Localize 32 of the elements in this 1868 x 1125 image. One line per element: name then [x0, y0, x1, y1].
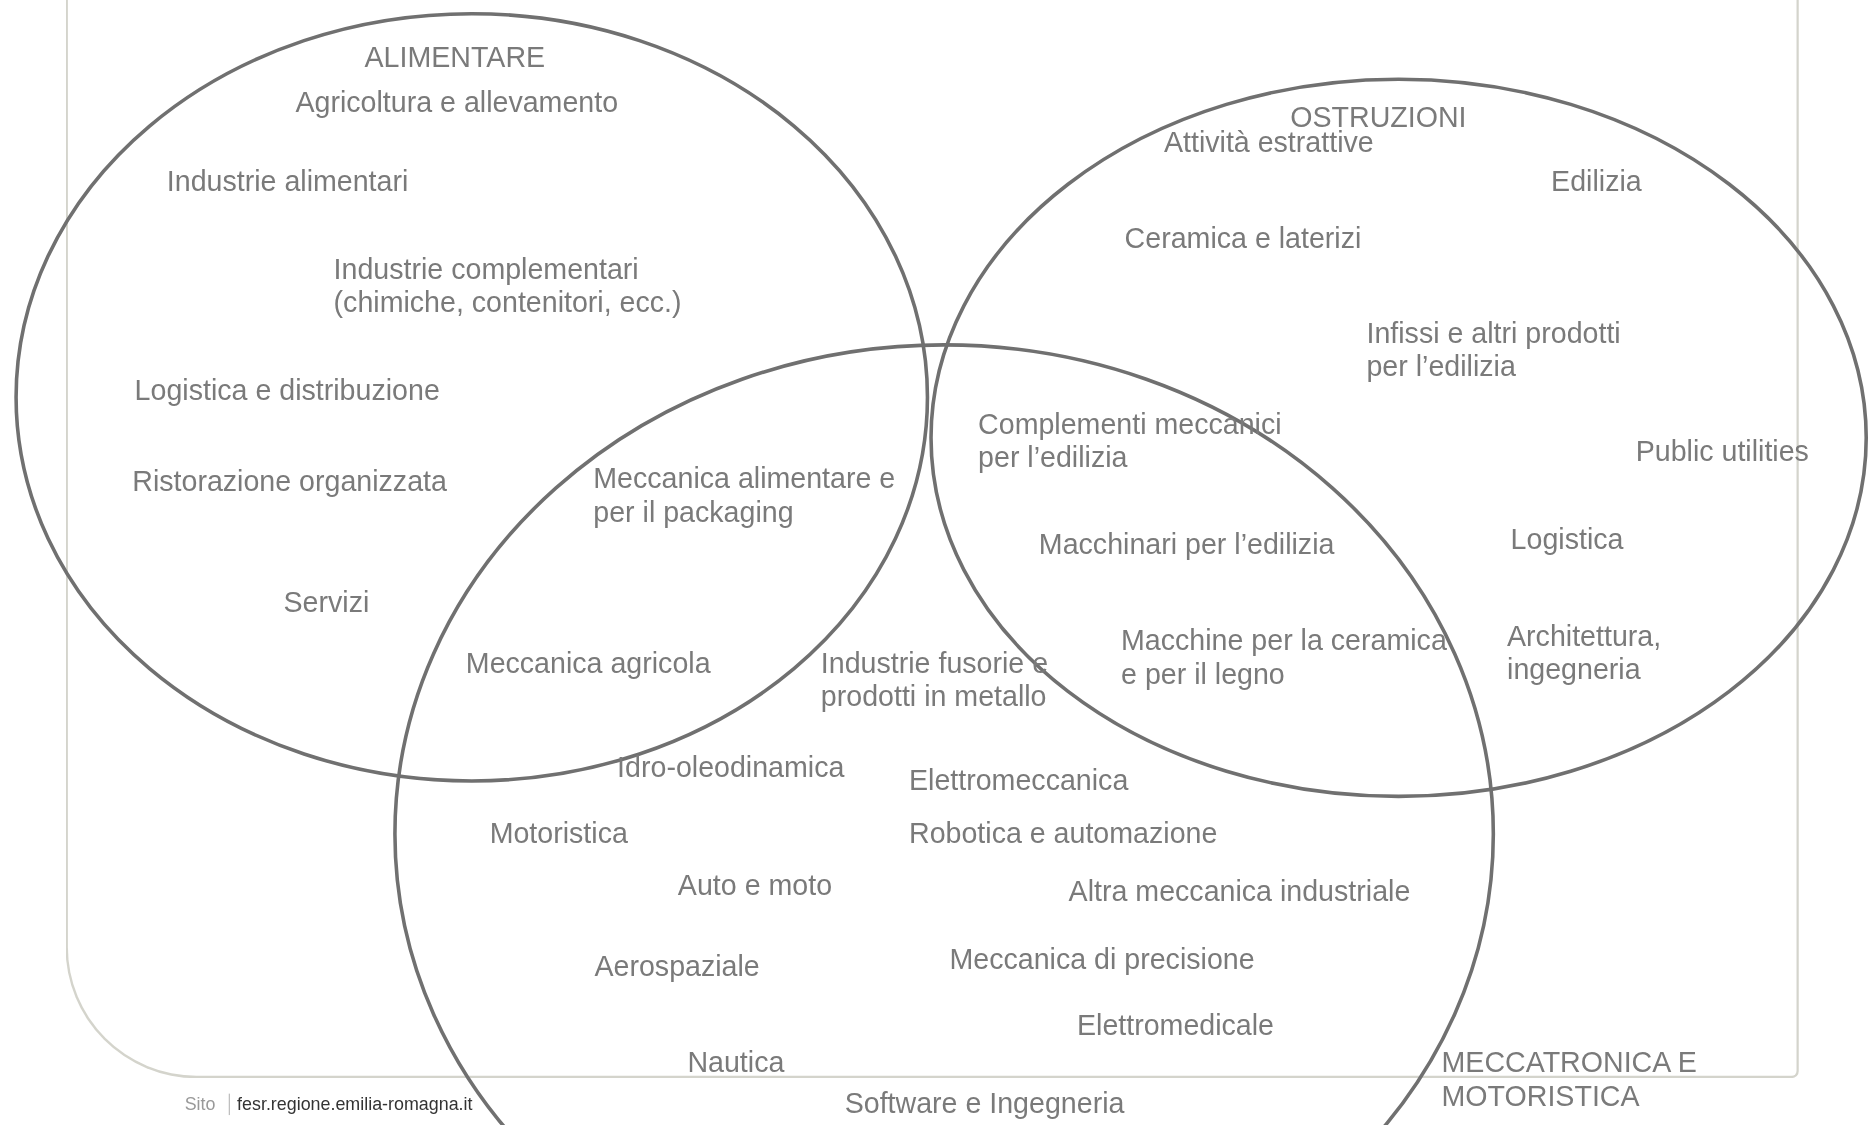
sector-label: Idro-oleodinamica [617, 750, 846, 784]
sector-label: Elettromedicale [1076, 1009, 1276, 1043]
sector-label: Attività estrattive [1163, 126, 1374, 160]
footer-label: Sito [184, 1093, 217, 1116]
sector-label: Elettromeccanica [909, 763, 1130, 797]
sector-label: Ristorazione organizzata [132, 464, 448, 498]
set-title: MECCATRONICA E MOTORISTICA [1441, 1046, 1698, 1113]
sector-label: Logistica e distribuzione [134, 374, 441, 408]
sector-label: Meccanica alimentare e per il packaging [593, 462, 897, 529]
sector-label: Ceramica e laterizi [1124, 221, 1363, 255]
sector-label: Industrie complementari (chimiche, contenitori, ecc.) [333, 252, 683, 320]
sector-label: Nautica [687, 1046, 786, 1080]
sector-label: Macchinari per l’edilizia [1038, 527, 1336, 562]
sector-label: Meccanica di precisione [949, 942, 1256, 976]
set-title: ALIMENTARE [364, 40, 547, 74]
sector-label: Edilizia [1551, 164, 1643, 198]
sector-label: Altra meccanica industriale [1068, 874, 1412, 908]
sector-label: Meccanica agricola [465, 646, 712, 681]
sector-label: Auto e moto [677, 868, 834, 902]
sector-label: Servizi [283, 586, 371, 620]
sector-label: Agricoltura e allevamento [295, 85, 620, 120]
sector-label: Aerospaziale [594, 949, 761, 983]
sector-label: Infissi e altri prodotti per l’edilizia [1366, 316, 1622, 384]
sector-label: Software e Ingegneria [844, 1086, 1126, 1120]
sector-label: Macchine per la ceramica e per il legno [1121, 624, 1448, 691]
sector-label: Motoristica [489, 817, 629, 851]
sector-label: Logistica [1510, 523, 1625, 557]
sector-label: Public utilities [1635, 434, 1810, 469]
sector-label: Industrie alimentari [166, 164, 410, 198]
sector-label: Architettura, ingegneria [1507, 619, 1663, 687]
sector-label: Robotica e automazione [909, 817, 1219, 851]
web-address: fesr.regione.emilia-romagna.it [228, 1093, 595, 1116]
